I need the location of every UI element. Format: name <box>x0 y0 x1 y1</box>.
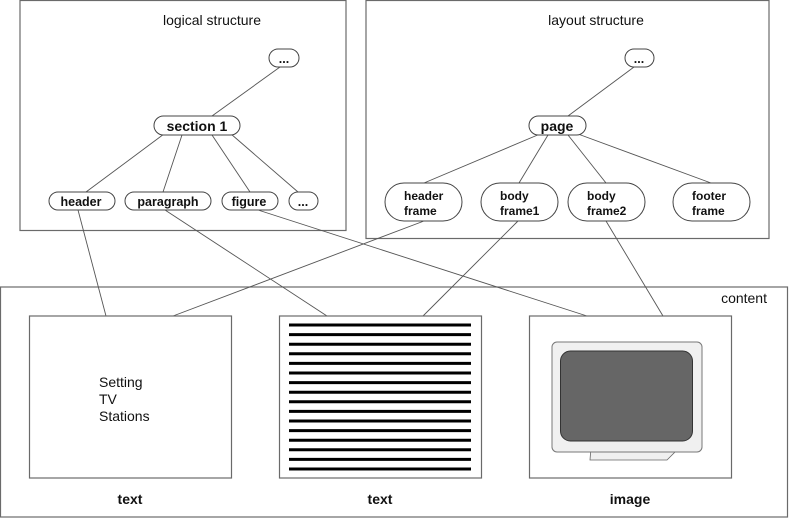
link-root-page <box>567 66 635 117</box>
link-header-to-text1 <box>77 209 107 317</box>
link-root-section <box>211 66 281 117</box>
header-frame-label-2: frame <box>404 204 437 218</box>
body-frame2-label-2: frame2 <box>587 204 627 218</box>
layout-root-node <box>624 48 655 68</box>
paragraph-node <box>124 191 212 211</box>
link-figure-to-image <box>257 209 588 317</box>
content-text-block <box>28 315 233 479</box>
body-frame1-label-1: body <box>500 189 529 203</box>
footer-frame-label-2: frame <box>692 204 725 218</box>
text-lines-group <box>289 323 471 471</box>
logical-root-node <box>268 48 300 68</box>
logical-structure-title: logical structure <box>163 12 261 28</box>
link-page-body-frame2 <box>567 134 607 184</box>
page-label: page <box>541 118 574 134</box>
layout-root-label: ... <box>634 52 644 66</box>
link-body-frame2-to-image <box>605 220 664 317</box>
content-caption-text-2: text <box>368 491 393 507</box>
content-lines-block <box>278 315 483 479</box>
header-label: header <box>61 195 102 209</box>
content-text-line-1: Setting <box>99 374 143 390</box>
logical-root-label: ... <box>279 52 289 66</box>
layout-structure-title: layout structure <box>548 12 644 28</box>
link-section-header <box>85 133 165 193</box>
body-frame1-label-2: frame1 <box>500 204 540 218</box>
content-text-line-3: Stations <box>99 408 150 424</box>
content-caption-text-1: text <box>118 491 143 507</box>
link-page-body-frame1 <box>518 134 549 184</box>
link-paragraph-to-text2 <box>164 209 328 317</box>
footer-frame-node <box>672 182 751 222</box>
content-caption-image: image <box>610 491 651 507</box>
content-title: content <box>721 290 767 306</box>
link-body-frame1-to-text2 <box>422 220 519 317</box>
link-section-figure <box>211 134 251 193</box>
paragraph-label: paragraph <box>137 195 198 209</box>
tv-screen <box>560 350 693 442</box>
header-node <box>48 191 116 211</box>
link-page-header-frame <box>423 133 541 184</box>
header-frame-label-1: header <box>404 189 444 203</box>
link-section-paragraph <box>162 134 183 193</box>
link-header-frame-to-text1 <box>172 220 425 317</box>
section-node <box>153 115 241 136</box>
link-page-footer-frame <box>577 133 712 184</box>
footer-frame-label-1: footer <box>692 189 726 203</box>
content-text-line-2: TV <box>99 391 118 407</box>
section-label: section 1 <box>167 118 228 134</box>
body-frame1-node <box>480 182 559 222</box>
logical-more-label: ... <box>298 195 308 209</box>
link-section-more <box>230 133 299 193</box>
tv-monitor-icon <box>551 341 703 461</box>
logical-more-node <box>288 191 319 211</box>
page-node <box>528 115 587 136</box>
figure-label: figure <box>232 195 267 209</box>
figure-node <box>221 191 279 211</box>
body-frame2-label-1: body <box>587 189 616 203</box>
